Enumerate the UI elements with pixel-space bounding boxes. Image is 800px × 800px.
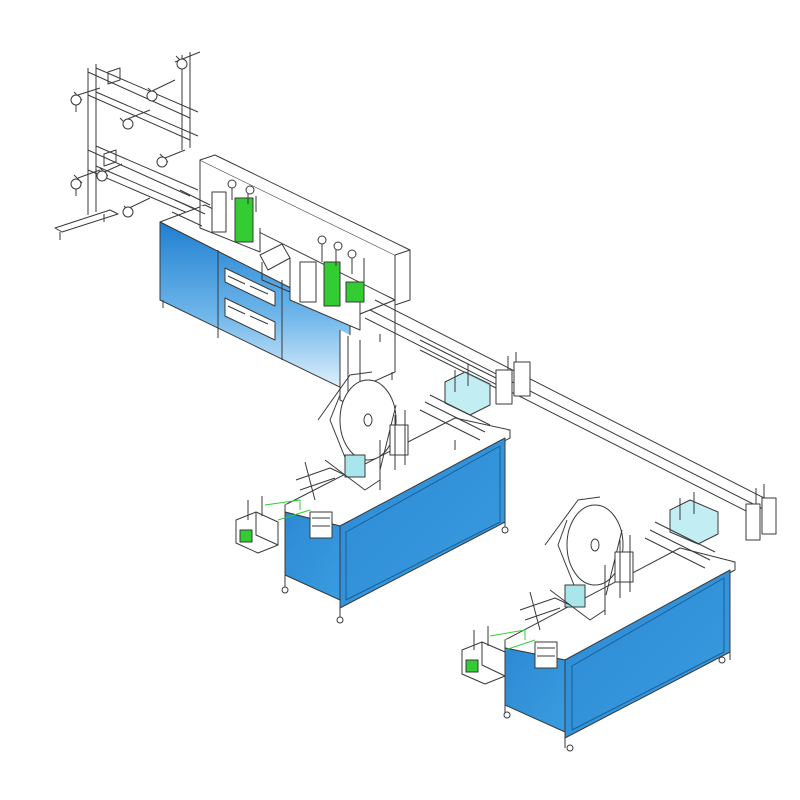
ear-loop-welding-machine-2 <box>461 492 736 752</box>
conveyor-post <box>495 352 531 405</box>
unwind-roll <box>119 109 151 130</box>
unwind-roll <box>156 149 186 168</box>
unwind-rack <box>54 51 201 240</box>
unwind-roll <box>174 51 201 70</box>
welding-head <box>549 535 634 621</box>
control-panel-lower <box>224 297 276 341</box>
unwind-roll <box>122 197 151 218</box>
control-panel-upper <box>224 267 276 307</box>
reel-disc <box>544 496 624 596</box>
glass-guard <box>669 492 719 545</box>
reel-disc <box>317 371 397 471</box>
conveyor-track <box>359 299 777 541</box>
conveyor-post <box>745 484 777 541</box>
main-forming-unit <box>159 154 411 411</box>
unwind-roll <box>70 87 101 112</box>
forming-station-1 <box>171 179 261 253</box>
outlet-module <box>235 496 311 554</box>
outlet-module <box>461 626 536 685</box>
unwind-roll <box>146 79 176 102</box>
forming-station-2 <box>259 235 365 331</box>
unwind-roll <box>96 163 123 182</box>
welding-head <box>324 410 409 491</box>
unwind-roll <box>70 169 101 196</box>
ear-loop-welding-machine-1 <box>235 364 511 624</box>
